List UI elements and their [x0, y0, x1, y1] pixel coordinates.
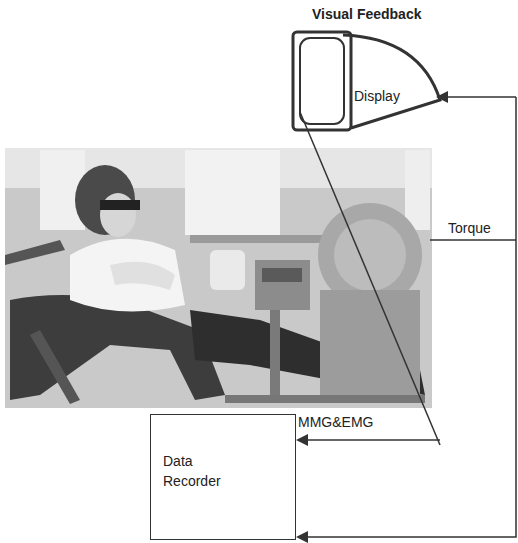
arrowheads	[296, 91, 448, 543]
signal-name: MMG&EMG	[296, 414, 375, 430]
experiment-photo	[5, 148, 432, 408]
display-symbol	[293, 32, 440, 130]
signal-name: Torque	[446, 220, 493, 236]
display-node: Visual FeedbackDisplay	[290, 0, 455, 135]
node-heading: Visual Feedback	[312, 4, 421, 24]
data-recorder-box: Data Recorder	[150, 414, 296, 540]
node-label: Display	[354, 86, 400, 106]
signal-wires	[300, 97, 516, 537]
node-label: Data Recorder	[163, 451, 233, 492]
